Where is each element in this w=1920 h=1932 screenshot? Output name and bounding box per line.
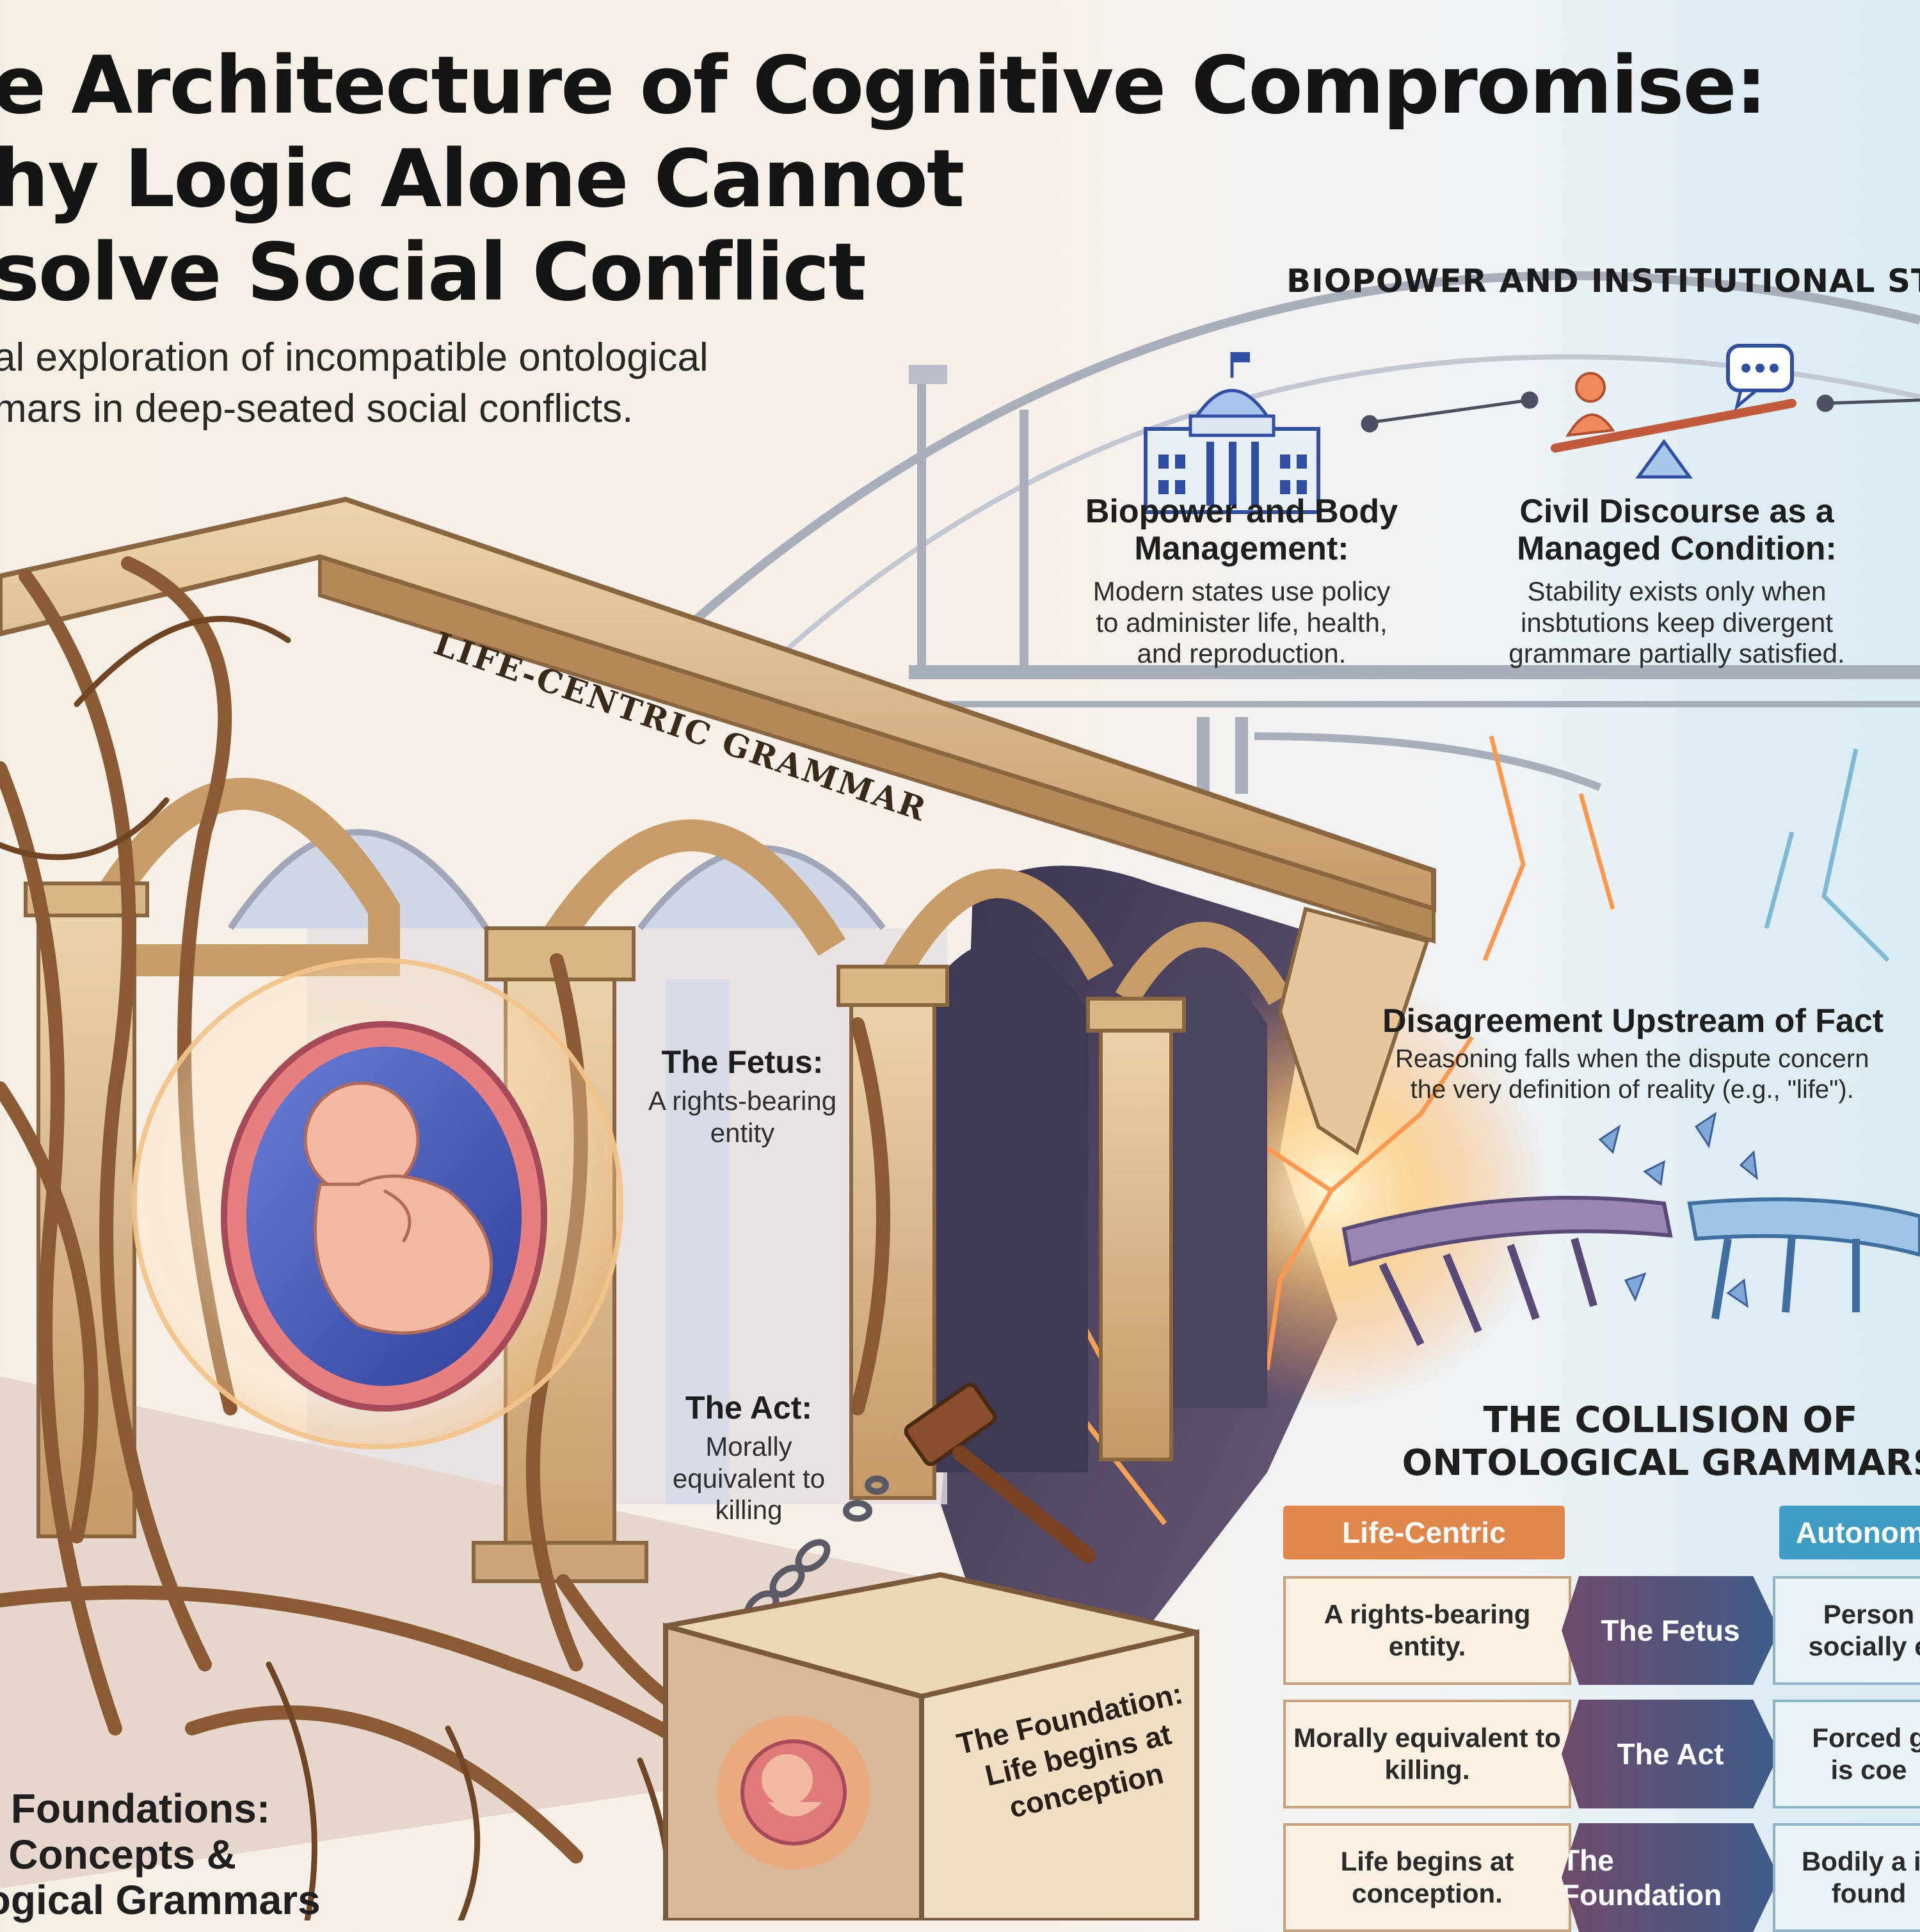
speech-bubble-icon: [1726, 344, 1794, 411]
broken-bridge-right: [1687, 1197, 1920, 1319]
broken-chain-icon: [744, 1476, 889, 1623]
disagreement-body: Reasoning falls when the dispute concern…: [1395, 1045, 1869, 1104]
table-row-1-autonomy: Person socially e: [1773, 1576, 1920, 1685]
broken-bridge-left: [1341, 1196, 1673, 1346]
fetus-bubble: [132, 958, 623, 1449]
blue-cracks: [1764, 748, 1890, 962]
table-row-1-life-centric: A rights-bearing entity.: [1283, 1576, 1571, 1685]
table-header-autonomy: Autonomy: [1779, 1506, 1920, 1559]
biopower-card-title: Biopower and Body Management:: [1085, 493, 1398, 568]
table-row-2-life-centric: Morally equivalent to killing.: [1283, 1700, 1571, 1808]
bridge-cap: [909, 365, 947, 384]
table-row-3-life-centric: Life begins at conception.: [1283, 1823, 1571, 1932]
debris-shards: [1598, 1111, 1758, 1308]
page-title-line-3: solve Social Conflict: [0, 227, 867, 319]
fetus-label-title: The Fetus:: [661, 1044, 824, 1080]
biopower-card-body: Modern states use policy to administer l…: [1092, 576, 1391, 669]
collision-heading: THE COLLISION OF ONTOLOGICAL GRAMMARS: [1402, 1399, 1920, 1485]
timeline-connector: [1361, 391, 1920, 433]
page-subtitle-line-2: mars in deep-seated social conflicts.: [0, 387, 634, 431]
table-header-life-centric: Life-Centric: [1283, 1506, 1565, 1559]
table-row-1-concept: The Fetus: [1562, 1576, 1779, 1685]
foundation-block: [663, 1572, 1199, 1920]
disagreement-title: Disagreement Upstream of Fact: [1382, 1002, 1884, 1040]
page-title-line-2: hy Logic Alone Cannot: [0, 133, 964, 225]
fetus-label-body: A rights-bearing entity: [648, 1086, 837, 1148]
biopower-section-heading: BIOPOWER AND INSTITUTIONAL STA: [1286, 262, 1920, 300]
table-row-2-concept: The Act: [1562, 1700, 1779, 1808]
table-row-3-concept: The Foundation: [1562, 1823, 1779, 1932]
seesaw-balance-icon: [1551, 372, 1796, 479]
civil-discourse-card-body: Stability exists only when insbtutions k…: [1508, 576, 1845, 669]
page-title-line-1: e Architecture of Cognitive Compromise:: [0, 40, 1767, 132]
act-label-body: Morally equivalent to killing: [672, 1431, 826, 1525]
table-row-2-autonomy: Forced g is coe: [1773, 1700, 1920, 1808]
civil-discourse-card-title: Civil Discourse as a Managed Condition:: [1517, 493, 1837, 568]
page-subtitle-line-1: al exploration of incompatible ontologic…: [0, 335, 708, 380]
fetus-figure-icon: [303, 1081, 493, 1335]
foundations-heading: o Foundations: k Concepts & logical Gram…: [0, 1785, 321, 1924]
institutional-bridge: [662, 271, 1920, 794]
capitol-building-icon: [1144, 352, 1320, 514]
table-row-3-autonomy: Bodily a is found: [1773, 1823, 1920, 1932]
act-label-title: The Act:: [685, 1390, 813, 1426]
